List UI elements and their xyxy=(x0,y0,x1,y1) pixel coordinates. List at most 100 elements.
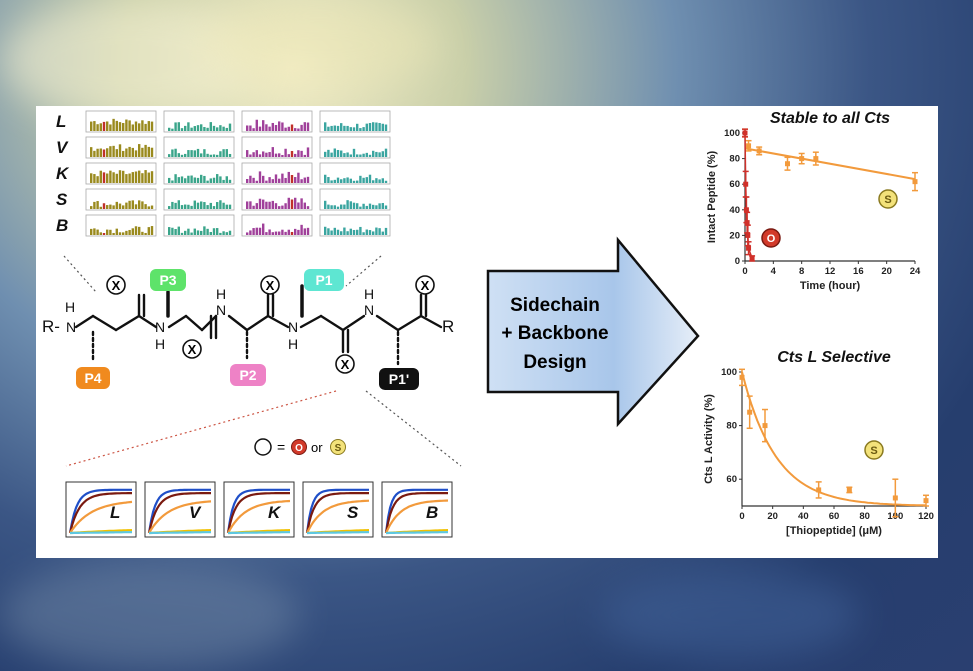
profile-bar xyxy=(340,150,343,157)
profile-bar xyxy=(287,171,290,183)
backbone-atoms: R- N H N H N H N H N H R xyxy=(42,286,454,352)
profile-bar xyxy=(102,232,106,235)
y-axis-label: Intact Peptide (%) xyxy=(706,151,718,244)
profile-bar xyxy=(284,203,287,209)
profile-bar xyxy=(184,153,187,157)
profile-bar xyxy=(180,154,184,157)
profile-bar xyxy=(212,154,216,157)
profile-bar xyxy=(343,153,346,157)
profile-bar xyxy=(278,178,281,183)
profile-bar xyxy=(171,227,174,235)
profile-bar xyxy=(268,201,271,209)
profile-thumbnail xyxy=(163,110,235,133)
profile-bar xyxy=(249,201,252,209)
profile-bar xyxy=(93,201,96,209)
profile-bar xyxy=(252,152,255,157)
profile-bar xyxy=(203,149,206,157)
profile-bar xyxy=(343,204,346,209)
profile-bar xyxy=(324,226,327,235)
x-tick-label: 0 xyxy=(742,266,747,277)
profile-bar xyxy=(384,148,388,157)
profile-bar xyxy=(278,206,281,209)
profile-bar xyxy=(384,180,388,183)
x-marker: X xyxy=(106,275,126,295)
profile-bar xyxy=(96,201,99,209)
data-point xyxy=(746,245,752,251)
profile-bar xyxy=(359,226,362,235)
profile-bar xyxy=(150,205,154,209)
profile-bar xyxy=(209,178,212,183)
y-tick-label: 80 xyxy=(729,154,740,165)
profile-bar xyxy=(252,205,255,209)
profile-bar xyxy=(200,124,203,131)
profile-bar xyxy=(147,121,150,131)
profile-bar xyxy=(106,148,109,157)
kinetics-curve xyxy=(148,500,212,534)
profile-bar xyxy=(128,146,131,157)
profile-bar xyxy=(343,178,346,183)
profile-thumbnail xyxy=(241,136,313,159)
x-axis-label: [Thiopeptide] (μM) xyxy=(786,525,882,537)
profile-bar xyxy=(222,126,225,131)
profile-bar xyxy=(90,228,93,235)
data-point xyxy=(923,498,929,504)
profile-bar xyxy=(112,145,115,157)
profile-bar xyxy=(109,124,112,131)
profile-bar xyxy=(141,147,144,157)
svg-text:P4: P4 xyxy=(84,370,101,386)
profile-bar xyxy=(352,127,356,131)
svg-text:X: X xyxy=(421,278,430,293)
kinetics-curve xyxy=(228,531,291,535)
profile-bar xyxy=(109,146,112,157)
profile-bar xyxy=(219,176,222,183)
profile-bar xyxy=(219,232,222,235)
residue-letter-list: L V K S B xyxy=(56,112,70,235)
kinetics-curve xyxy=(305,488,369,534)
profile-bar xyxy=(262,151,265,157)
profile-bar xyxy=(209,202,212,209)
profile-bar xyxy=(246,232,249,235)
profile-bar xyxy=(352,180,356,183)
profile-bar xyxy=(206,180,209,183)
profile-bar xyxy=(96,124,99,131)
profile-bar xyxy=(330,125,333,131)
amide-h: H xyxy=(155,336,165,352)
profile-bar xyxy=(284,127,287,131)
x-marker: X xyxy=(260,275,280,295)
profile-bar xyxy=(90,173,93,183)
figure-panel: L V K S B xyxy=(36,106,938,558)
profile-bar xyxy=(255,203,258,209)
profile-bar xyxy=(327,177,330,183)
amide-n: N xyxy=(66,319,76,335)
kinetics-panel-label: L xyxy=(110,503,120,522)
profile-bar xyxy=(134,226,138,235)
profile-bar xyxy=(372,204,375,209)
profile-bar xyxy=(274,203,278,209)
kinetics-curve xyxy=(70,531,133,535)
profile-bar xyxy=(284,177,287,183)
profile-bar xyxy=(246,125,249,131)
kinetics-panel-label: B xyxy=(426,503,438,522)
profile-bar xyxy=(118,232,122,235)
profile-bar xyxy=(359,154,362,157)
profile-bar xyxy=(297,202,300,209)
profile-bar xyxy=(294,153,297,157)
profile-bar xyxy=(340,123,343,131)
profile-bar xyxy=(306,147,310,157)
profile-bar xyxy=(206,205,209,209)
profile-bar xyxy=(324,200,327,209)
profile-bar xyxy=(190,232,193,235)
profile-bar xyxy=(352,148,356,157)
fit-line xyxy=(744,147,916,181)
kinetics-curve xyxy=(226,488,290,534)
profile-bar xyxy=(177,122,180,131)
profile-bar xyxy=(225,127,228,131)
profile-bar xyxy=(281,173,284,183)
amide-n: N xyxy=(288,319,298,335)
profile-bar xyxy=(246,178,249,183)
profile-bar xyxy=(287,197,290,209)
profile-bar xyxy=(109,204,112,209)
profile-bar xyxy=(362,177,365,183)
profile-bar xyxy=(228,230,232,235)
